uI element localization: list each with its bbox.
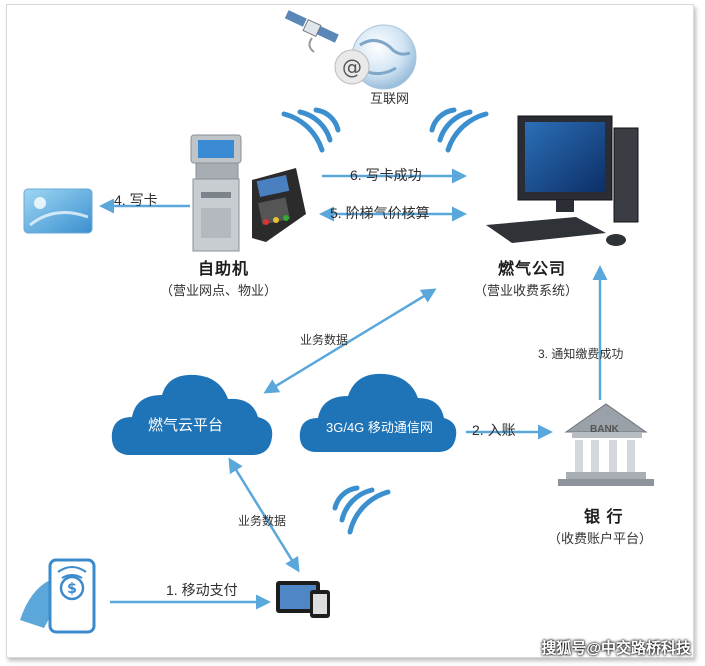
ic-card-icon [23, 188, 93, 234]
pos-terminal-icon [252, 168, 306, 242]
wireless-wave-bottom-icon [332, 485, 391, 535]
gas-company-title: 燃气公司 [498, 261, 567, 278]
mobile-pay-label: 1. 移动支付 [166, 582, 238, 598]
telecom-cloud-icon [299, 373, 457, 452]
arrow-cloud-devices [228, 457, 300, 573]
watermark: 搜狐号@中交路桥科技 [541, 640, 691, 657]
flow-arrows [99, 168, 608, 610]
tier-price-label: 5. 阶梯气价核算 [330, 205, 430, 221]
arrow-cloud-company [263, 288, 437, 394]
write-card-label: 4. 写卡 [114, 192, 158, 208]
tablet-devices-icon [276, 581, 330, 618]
mobile-payment-icon: $ [20, 558, 96, 634]
business-data-bottom-label: 业务数据 [238, 514, 287, 528]
bank-subtitle: （收费账户平台） [548, 531, 653, 546]
bank-title: 银 行 [584, 509, 624, 526]
wireless-wave-right-icon [429, 107, 489, 153]
svg-text:$: $ [67, 581, 77, 597]
business-data-top-label: 业务数据 [300, 333, 349, 347]
write-card-success-label: 6. 写卡成功 [350, 167, 422, 183]
satellite-icon [284, 10, 339, 53]
gas-cloud-platform-icon [111, 374, 273, 455]
globe-icon: @ [334, 24, 417, 90]
gas-cloud-label: 燃气云平台 [148, 417, 224, 434]
self-service-kiosk-icon [190, 134, 242, 252]
internet-label: 互联网 [370, 91, 410, 106]
deposit-label: 2. 入账 [472, 422, 516, 438]
bank-sign: BANK [590, 424, 619, 435]
gas-company-subtitle: （营业收费系统） [474, 283, 579, 298]
svg-text:@: @ [342, 55, 362, 79]
notify-payment-label: 3. 通知缴费成功 [538, 347, 624, 361]
telecom-cloud-label: 3G/4G 移动通信网 [326, 420, 433, 435]
computer-icon [486, 115, 639, 246]
kiosk-subtitle: （营业网点、物业） [160, 283, 278, 298]
bank-building-icon [558, 403, 654, 486]
wireless-wave-left-icon [281, 107, 341, 153]
kiosk-title: 自助机 [198, 261, 250, 278]
